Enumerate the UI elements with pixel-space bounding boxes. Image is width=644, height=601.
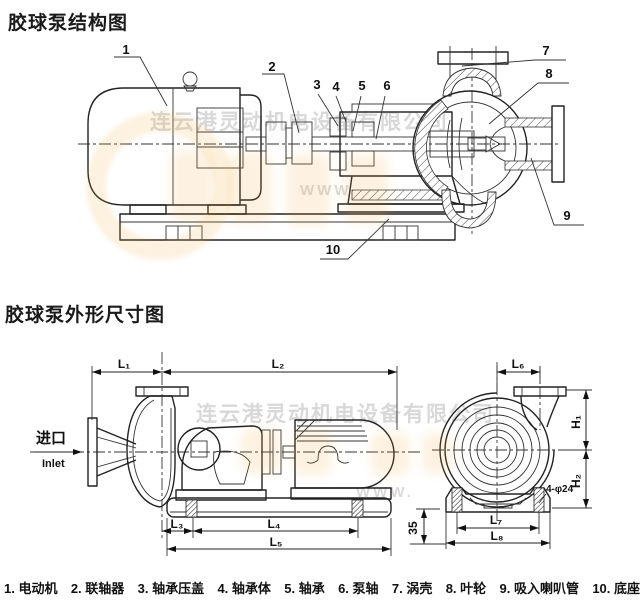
end-view — [439, 386, 567, 513]
callout-7: 7 — [542, 43, 549, 58]
callout-8: 8 — [545, 66, 552, 81]
legend-item-10: 10. 底座 — [592, 581, 640, 596]
callout-6: 6 — [383, 78, 390, 93]
watermark-blob — [370, 432, 410, 476]
watermark-blob — [170, 150, 214, 222]
parts-legend: 1. 电动机 2. 联轴器 3. 轴承压盖 4. 轴承体 5. 轴承 6. 泵轴… — [4, 578, 640, 597]
watermark-blob — [422, 432, 452, 474]
legend-item-5: 5. 轴承 — [284, 581, 325, 596]
dim-H2: H₂ — [569, 474, 583, 488]
dim-L5: L₅ — [270, 535, 283, 549]
callout-5: 5 — [358, 78, 365, 93]
callout-9: 9 — [563, 208, 570, 223]
callout-10: 10 — [326, 242, 340, 257]
watermark-blob — [344, 154, 388, 224]
callout-1: 1 — [122, 42, 129, 57]
inlet-label-en: Inlet — [42, 458, 65, 470]
legend-item-2: 2. 联轴器 — [70, 581, 125, 596]
legend-item-4: 4. 轴承体 — [217, 581, 271, 596]
watermark-blob — [292, 430, 332, 476]
inlet-label-cn: 进口 — [36, 430, 66, 447]
dim-L3: L₃ — [171, 517, 184, 531]
dim-L7: L₇ — [490, 513, 502, 527]
dim-L1: L₁ — [118, 357, 130, 371]
volute-section — [412, 46, 565, 229]
watermark-blob — [286, 154, 330, 226]
watermark-blob — [240, 428, 280, 474]
dimension-diagram: 进口 Inlet — [30, 352, 592, 556]
dim-L8: L₈ — [491, 529, 504, 543]
watermark-blob — [228, 152, 272, 224]
callout-2: 2 — [268, 59, 275, 74]
callout-3: 3 — [313, 77, 320, 92]
dim-L4: L₄ — [267, 517, 280, 531]
legend-item-1: 1. 电动机 — [4, 581, 58, 596]
legend-item-9: 9. 吸入喇叭管 — [499, 581, 579, 596]
callout-4: 4 — [332, 79, 340, 94]
dimension-lines — [91, 366, 592, 556]
legend-item-8: 8. 叶轮 — [445, 581, 487, 596]
dim-H1: H₁ — [569, 415, 583, 429]
dimension-diagram-title: 胶球泵外形尺寸图 — [5, 305, 166, 326]
dim-L2: L₂ — [272, 357, 285, 371]
dim-bolt-holes: 4-φ24 — [546, 484, 574, 495]
dim-base-height: 35 — [406, 521, 420, 535]
side-view — [87, 386, 395, 518]
legend-item-3: 3. 轴承压盖 — [137, 581, 205, 596]
legend-item-7: 7. 涡壳 — [391, 581, 433, 596]
structure-callouts — [114, 56, 584, 260]
legend-item-6: 6. 泵轴 — [338, 581, 379, 596]
dim-L6: L₆ — [512, 357, 525, 371]
structure-diagram-title: 胶球泵结构图 — [8, 13, 129, 34]
bearing-assembly-section — [311, 103, 506, 213]
